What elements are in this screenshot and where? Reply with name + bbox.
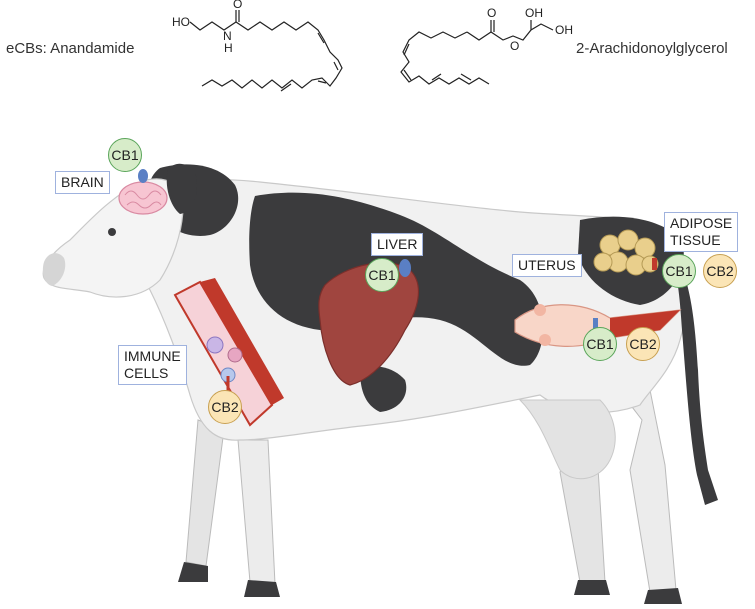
anandamide-label: eCBs: Anandamide — [6, 40, 135, 57]
adipose-label: ADIPOSE TISSUE — [664, 212, 739, 252]
atom-o: O — [233, 0, 242, 11]
udder — [518, 399, 616, 480]
liver-label: LIVER — [371, 233, 424, 256]
atom-n: N — [223, 29, 232, 43]
liver-organ — [318, 259, 419, 386]
immune-cb2-receptor: CB2 — [208, 390, 242, 424]
uterus-organ — [514, 304, 682, 347]
belly-spot — [360, 366, 407, 412]
cow-eye — [108, 228, 116, 236]
atom-ho: HO — [172, 15, 190, 29]
atom-oh-right: OH — [555, 23, 573, 37]
brain-label: BRAIN — [55, 171, 110, 194]
uterus-cb1-receptor: CB1 — [583, 327, 617, 361]
brain-organ — [118, 169, 168, 215]
atom-o-ester: O — [510, 39, 519, 53]
immune-label: IMMUNE CELLS — [118, 345, 187, 385]
atom-oh-top: OH — [525, 6, 543, 20]
anandamide-structure: HO O N H — [172, 0, 343, 92]
liver-cb1-receptor: CB1 — [365, 258, 399, 292]
cow-illustration — [42, 163, 718, 604]
cow-ear — [166, 163, 198, 214]
cow-tail — [670, 250, 718, 505]
uterus-cb2-receptor: CB2 — [626, 327, 660, 361]
2ag-label: 2-Arachidonoylglycerol — [576, 40, 728, 57]
atom-h: H — [224, 41, 233, 55]
atom-o-carbonyl: O — [487, 6, 496, 20]
adipose-cb1-receptor: CB1 — [662, 254, 696, 288]
adipose-cb2-receptor: CB2 — [703, 254, 737, 288]
uterus-label: UTERUS — [512, 254, 582, 277]
cow-nose — [42, 253, 66, 286]
immune-tissue — [173, 278, 284, 427]
brain-cb1-receptor: CB1 — [108, 138, 142, 172]
adipose-organ — [593, 229, 659, 276]
2ag-structure: O O OH OH — [400, 6, 573, 85]
